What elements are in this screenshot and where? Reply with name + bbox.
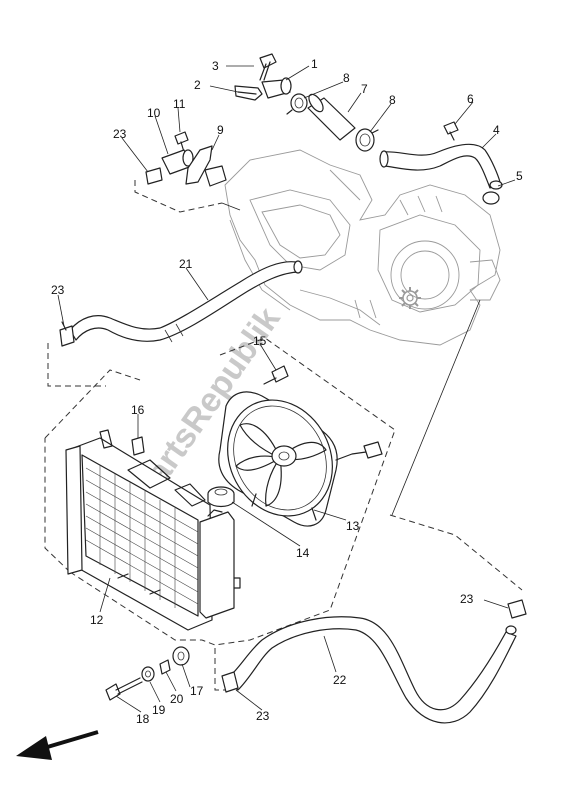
callout-1: 1: [311, 57, 318, 71]
engine-outline: [224, 149, 501, 346]
part-16-clip: [131, 436, 145, 456]
callout-2: 2: [194, 78, 201, 92]
callout-8-lower: 8: [389, 93, 396, 107]
callout-17: 17: [190, 684, 204, 698]
part-23-clamp-upper: [145, 167, 163, 185]
callout-8-upper: 8: [343, 71, 350, 85]
gear-icon: [399, 287, 421, 309]
part-15-bolt: [263, 365, 289, 385]
callout-12: 12: [90, 613, 104, 627]
callout-10: 10: [147, 106, 161, 120]
callout-22: 22: [333, 673, 347, 687]
part-23-clamp-right: [507, 599, 527, 619]
part-11-bolt: [174, 131, 189, 153]
part-18-bolt: [105, 677, 143, 701]
part-5-o-ring: [482, 191, 500, 205]
part-23-clamp-left: [59, 321, 75, 347]
callout-18: 18: [136, 712, 150, 726]
assembly-line-right: [391, 299, 481, 516]
callout-9: 9: [217, 123, 224, 137]
part-13-fan-assembly: [218, 391, 383, 527]
callout-15: 15: [253, 334, 267, 348]
part-1-pipe-joint: [261, 77, 292, 99]
callout-4: 4: [493, 123, 500, 137]
part-7-hose: [307, 93, 356, 141]
part-12-radiator: [65, 429, 213, 631]
callout-16: 16: [131, 403, 145, 417]
part-20-collar: [159, 659, 171, 675]
callout-23-right: 23: [460, 592, 474, 606]
part-9-thermostat-cover: [185, 145, 227, 187]
assembly-line-left: [47, 343, 106, 387]
part-3-screw: [259, 53, 277, 81]
part-17-grommet: [172, 646, 190, 666]
part-2-joint: [234, 85, 263, 101]
part-22-radiator-hose: [225, 616, 517, 724]
arrow-down-left-icon: [16, 730, 99, 760]
callout-19: 19: [152, 703, 166, 717]
part-8-hose-clamp-upper: [286, 93, 308, 115]
callouts: 1 2 3 4 5 6 7 8 8 9 10 11 12 13 14 15 16…: [51, 57, 523, 726]
assembly-line-bottom-left: [214, 648, 225, 691]
radiator-side-tank: [199, 509, 241, 619]
assembly-line-upper: [134, 180, 223, 213]
part-4-water-pipe: [379, 143, 503, 190]
callout-7: 7: [361, 82, 368, 96]
callout-20: 20: [170, 692, 184, 706]
callout-23-bottom: 23: [256, 709, 270, 723]
part-21-radiator-hose: [69, 260, 303, 343]
assembly-line-bottom-right: [389, 514, 523, 591]
leader-lines: [57, 65, 516, 713]
callout-23-upper: 23: [113, 127, 127, 141]
callout-13: 13: [346, 519, 360, 533]
part-19-collar: [141, 666, 155, 682]
callout-11: 11: [173, 97, 186, 111]
part-6-bolt: [443, 121, 459, 141]
callout-23-left: 23: [51, 283, 65, 297]
callout-6: 6: [467, 92, 474, 106]
callout-14: 14: [296, 546, 310, 560]
callout-3: 3: [212, 59, 219, 73]
part-23-clamp-bottom: [221, 671, 239, 693]
callout-21: 21: [179, 257, 193, 271]
callout-5: 5: [516, 169, 523, 183]
part-14-radiator-cap: [207, 486, 235, 508]
part-8-hose-clamp-lower: [355, 128, 379, 152]
radiator-group-outline: [44, 337, 396, 646]
